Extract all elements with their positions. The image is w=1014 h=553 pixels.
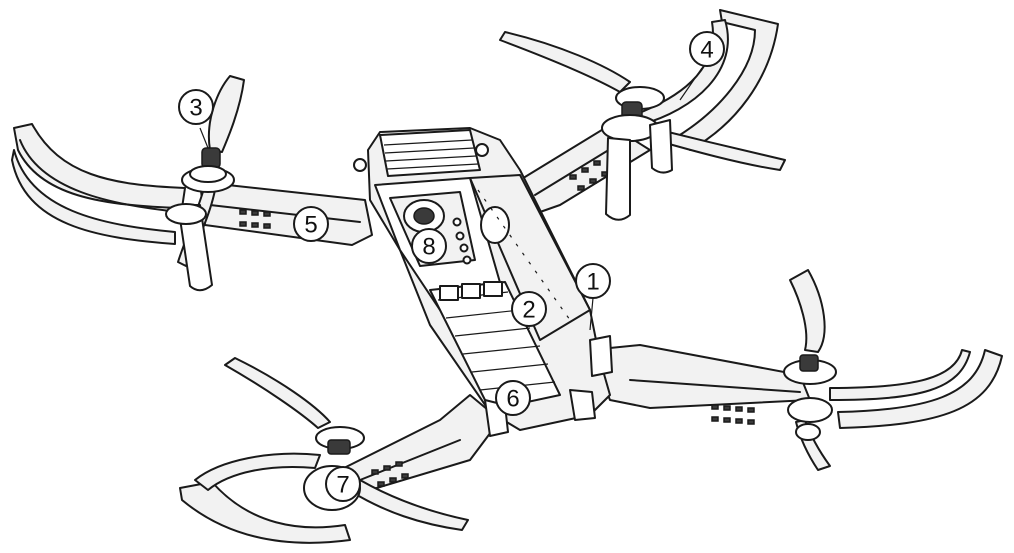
drone-body xyxy=(353,127,613,437)
landing-leg-front-right xyxy=(605,119,673,221)
callout-2-label: 2 xyxy=(522,297,535,324)
propeller-guard-rear-left xyxy=(179,452,351,544)
arm-rear-right xyxy=(589,344,811,425)
callout-8: 8 xyxy=(411,228,447,264)
landing-leg-front-left xyxy=(165,203,213,292)
callout-3: 3 xyxy=(178,89,214,125)
propeller-guard-rear-right xyxy=(829,349,1003,429)
callout-5-label: 5 xyxy=(304,212,317,239)
propeller-front-right xyxy=(499,31,786,171)
callout-7: 7 xyxy=(325,466,361,502)
arm-front-left xyxy=(199,181,373,246)
callout-1-label: 1 xyxy=(586,269,599,296)
callout-5: 5 xyxy=(293,206,329,242)
callout-4-label: 4 xyxy=(700,37,713,64)
callout-4: 4 xyxy=(689,31,725,67)
camera-lens xyxy=(413,207,435,225)
callout-3-label: 3 xyxy=(189,95,202,122)
propeller-rear-right xyxy=(783,269,837,471)
callout-7-label: 7 xyxy=(336,472,349,499)
callout-6-label: 6 xyxy=(506,386,519,413)
callout-1: 1 xyxy=(575,263,611,299)
callout-8-label: 8 xyxy=(422,234,435,261)
callout-leaders xyxy=(199,67,703,331)
arm-rear-left xyxy=(339,394,501,491)
callout-6: 6 xyxy=(495,380,531,416)
callout-2: 2 xyxy=(511,291,547,327)
propeller-guard-front-left xyxy=(11,123,186,245)
